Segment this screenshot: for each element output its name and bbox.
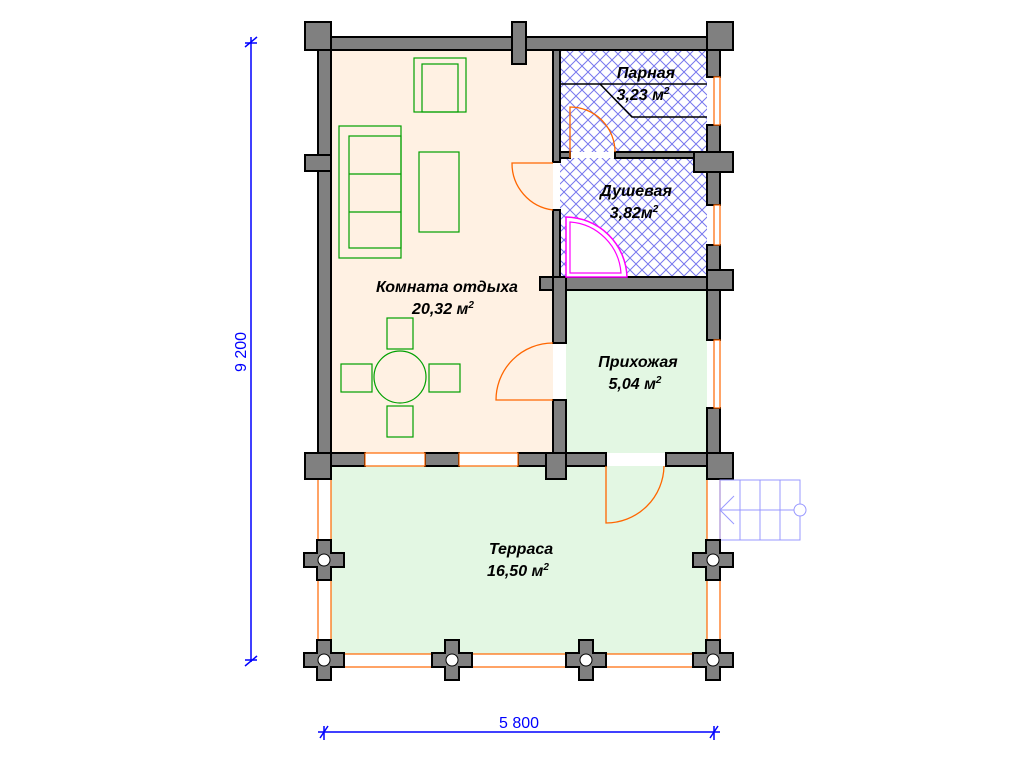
shower-room-name: Душевая — [598, 183, 672, 200]
post-hole — [445, 653, 459, 667]
hall-area: 5,04 м2 — [609, 375, 662, 393]
armchair — [413, 57, 467, 113]
post-hole — [579, 653, 593, 667]
terrace-floor — [331, 466, 707, 654]
width-dimension — [318, 725, 720, 740]
height-dimension — [244, 36, 258, 667]
steam-room-name: Парная — [617, 65, 676, 82]
windows — [364, 76, 721, 467]
sofa — [338, 125, 402, 259]
hall-name: Прихожая — [598, 354, 678, 371]
steam-room-area: 3,23 м2 — [617, 86, 670, 104]
post-hole — [317, 553, 331, 567]
living-room-area: 20,32 м2 — [411, 300, 474, 318]
living-room-floor — [331, 50, 553, 453]
shower-cabin — [565, 216, 628, 278]
terrace-posts — [303, 539, 734, 681]
steam-room-floor — [560, 50, 707, 152]
living-room-name: Комната отдыха — [376, 279, 518, 296]
entrance-stairs — [719, 479, 807, 541]
post-hole — [706, 553, 720, 567]
post-hole — [706, 653, 720, 667]
post-hole — [317, 653, 331, 667]
terrace-area: 16,50 м2 — [487, 562, 549, 580]
furniture — [338, 57, 467, 438]
dining-table — [340, 317, 461, 438]
width-dimension-label: 5 800 — [499, 715, 539, 732]
height-dimension-label: 9 200 — [233, 332, 250, 372]
steam-bench — [560, 83, 707, 118]
walls — [304, 21, 734, 480]
shower-room-area: 3,82м2 — [610, 204, 659, 222]
terrace-name: Терраса — [489, 541, 553, 558]
hall-floor — [566, 290, 707, 453]
coffee-table — [418, 151, 460, 233]
doors — [495, 106, 665, 524]
